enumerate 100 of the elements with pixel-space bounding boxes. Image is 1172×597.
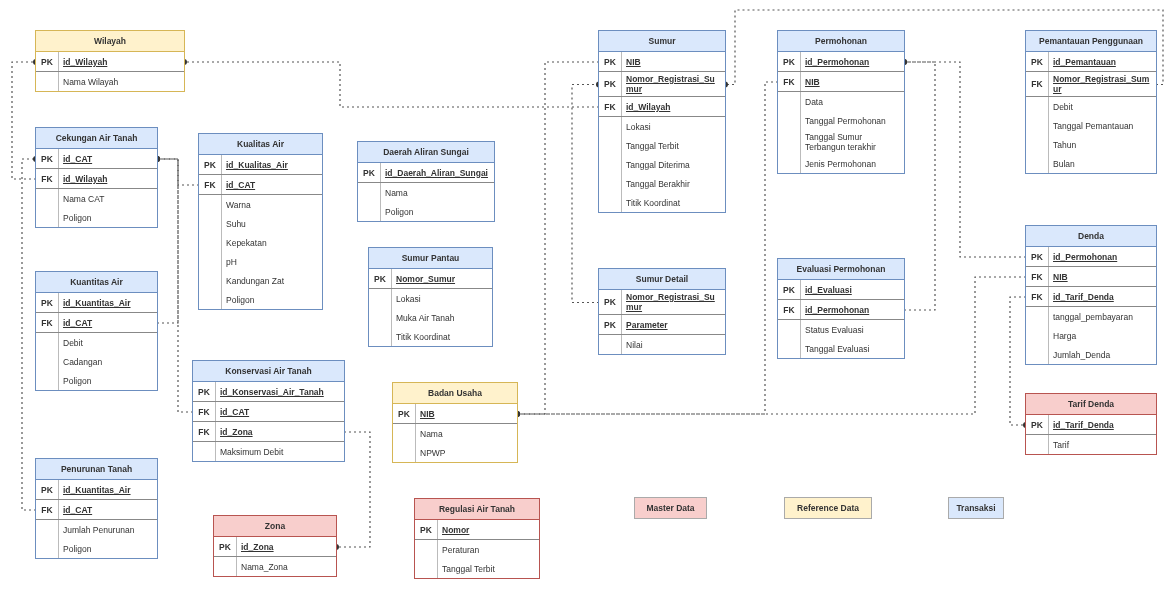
table-row [599,52,725,72]
field-name: Tarif [1053,439,1070,450]
table-row [393,404,517,424]
key-label: FK [41,317,53,328]
table-row [369,269,492,289]
key-field-name: NIB [420,408,435,419]
field-name: Nama CAT [63,193,105,204]
field-name: Tahun [1053,139,1077,150]
table-row [36,293,157,313]
field-name: Debit [63,337,83,348]
field-name: Peraturan [442,544,480,555]
key-field-name: id_Evaluasi [805,284,852,295]
table-row [1026,287,1156,307]
key-field-name: id_CAT [226,179,256,190]
key-label: PK [1031,56,1043,67]
table-title: Sumur [599,31,725,52]
field-name: Jenis Permohonan [805,158,876,169]
key-field-name: id_Tarif_Denda [1053,291,1114,302]
key-field-name: id_Pemantauan [1053,56,1116,67]
field-name: Nama Wilayah [63,76,119,87]
field-name: Kandungan Zat [226,275,285,286]
table-row [199,175,322,195]
field-name: Titik Koordinat [396,331,450,342]
key-label: PK [783,284,795,295]
key-label: PK [363,167,375,178]
field-name: Poligon [63,212,92,223]
table-title: Regulasi Air Tanah [415,499,539,520]
key-label: FK [783,76,795,87]
table-row [415,520,539,540]
entity-table [198,133,323,310]
key-field-name: id_Daerah_Aliran_Sungai [385,167,488,178]
field-name: Maksimum Debit [220,446,284,457]
field-name: Poligon [63,375,92,386]
entity-table [35,458,158,559]
field-name: Nama [420,428,443,439]
key-field-name: id_Permohonan [805,56,870,67]
field-name: Kepekatan [226,237,267,248]
field-name: Tanggal Sumur Terbangun terakhir [805,132,877,152]
field-name: Nama_Zona [241,561,288,572]
key-field-name: id_Permohonan [805,304,870,315]
field-name: Bulan [1053,158,1075,169]
table-title: Tarif Denda [1026,394,1156,415]
key-label: FK [41,173,53,184]
key-field-name: NIB [626,56,641,67]
table-title: Denda [1026,226,1156,247]
table-row [778,72,904,92]
table-title: Kuantitas Air [36,272,157,293]
table-row [1026,247,1156,267]
table-row [36,52,184,72]
table-title: Sumur Detail [599,269,725,290]
field-name: Poligon [63,543,92,554]
key-field-name: Nomor_Registrasi_Sumur [626,74,716,94]
key-field-name: Nomor_Registrasi_Sumur [1053,74,1151,94]
table-title: Konservasi Air Tanah [193,361,344,382]
legend-label: Reference Data [797,503,859,513]
key-label: FK [1031,271,1043,282]
entity-table [1025,30,1157,174]
key-label: PK [604,319,616,330]
field-name: Tanggal Permohonan [805,115,886,126]
table-row [36,169,157,189]
field-name: Nilai [626,339,643,350]
table-title: Pemantauan Penggunaan [1026,31,1156,52]
key-label: PK [219,541,231,552]
key-label: PK [41,484,53,495]
entity-table [35,30,185,92]
table-row [199,155,322,175]
entity-table [213,515,337,577]
key-field-name: NIB [1053,271,1068,282]
key-field-name: id_Konservasi_Air_Tanah [220,386,324,397]
key-field-name: NIB [805,76,820,87]
field-name: Harga [1053,330,1077,341]
key-field-name: id_Zona [220,426,253,437]
key-label: FK [1031,79,1043,89]
table-title: Wilayah [36,31,184,52]
field-name: Muka Air Tanah [396,312,455,323]
key-label: PK [604,79,616,89]
table-row [36,480,157,500]
key-field-name: id_Tarif_Denda [1053,419,1114,430]
table-title: Evaluasi Permohonan [778,259,904,280]
key-field-name: id_CAT [63,504,93,515]
key-field-name: Nomor [442,524,470,535]
table-row [36,313,157,333]
field-name: Jumlah Penurunan [63,524,135,535]
field-name: Data [805,96,823,107]
key-label: PK [604,297,616,307]
key-field-name: id_Wilayah [63,173,108,184]
table-row [599,72,725,97]
table-title: Zona [214,516,336,537]
key-label: FK [204,179,216,190]
table-title: Daerah Aliran Sungai [358,142,494,163]
table-title: Sumur Pantau [369,248,492,269]
key-label: PK [41,297,53,308]
field-name: NPWP [420,447,446,458]
key-field-name: id_Kualitas_Air [226,159,288,170]
key-label: PK [783,56,795,67]
key-label: PK [41,56,53,67]
entity-table [392,382,518,463]
table-row [193,382,344,402]
key-field-name: id_Permohonan [1053,251,1118,262]
entity-table [598,30,726,213]
